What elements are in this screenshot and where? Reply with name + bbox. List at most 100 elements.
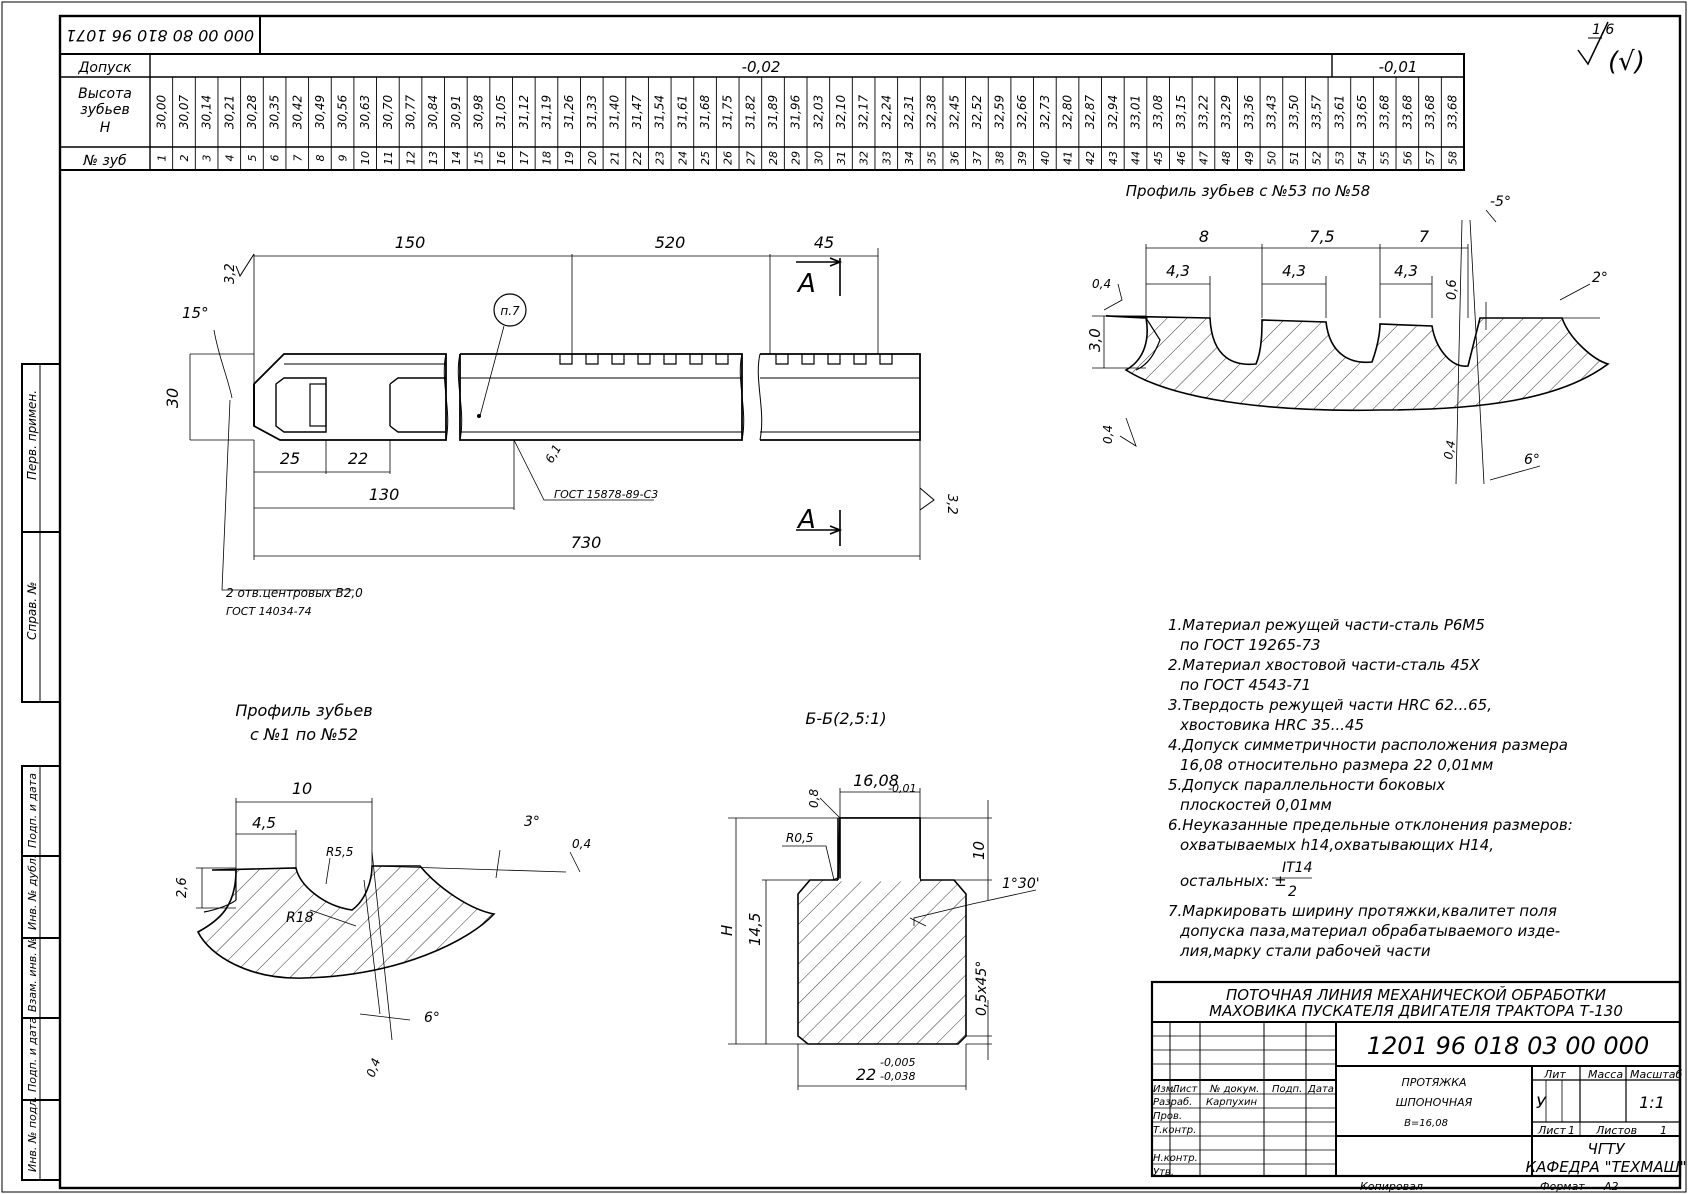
- p53-dim-4-3-a: 4,3: [1166, 262, 1190, 280]
- table-height-cell: 33,22: [1196, 95, 1210, 129]
- p1-radius-18: R18: [286, 910, 314, 926]
- table-number-cell: 22: [631, 151, 644, 165]
- table-number-cell: 24: [676, 151, 689, 165]
- section-bb: [728, 788, 1037, 1090]
- profile-1-52-title-1: Профиль зубьев: [235, 701, 372, 720]
- tb-lit-value: У: [1536, 1093, 1547, 1112]
- note-1a: 1.Материал режущей части-сталь Р6М5: [1168, 616, 1485, 634]
- p1-dim-10: 10: [292, 779, 312, 798]
- roughness-61: 6,1: [542, 442, 564, 466]
- table-height-cell: 32,31: [902, 95, 916, 129]
- p53-dim-0-6: 0,6: [1445, 279, 1460, 300]
- table-height-cell: 32,94: [1106, 95, 1120, 129]
- table-height-cell: 33,43: [1264, 95, 1278, 129]
- table-number-cell: 48: [1220, 151, 1233, 165]
- table-height-cell: 32,80: [1061, 94, 1075, 129]
- note-4b: 16,08 относительно размера 22 0,01мм: [1180, 756, 1493, 774]
- center-holes-label: 2 отв.центровых В2,0: [226, 586, 363, 600]
- table-number-cell: 32: [858, 151, 871, 165]
- tb-scale-value: 1:1: [1639, 1093, 1665, 1112]
- sbb-dim-H: H: [718, 925, 736, 936]
- table-height-cell: 33,01: [1129, 95, 1143, 129]
- dim-25: 25: [280, 449, 300, 468]
- table-number-cell: 4: [223, 155, 236, 162]
- note-1b: по ГОСТ 19265-73: [1180, 636, 1321, 654]
- side-stamp-7: Инв. № подл.: [26, 1096, 39, 1172]
- table-height-cell: 32,03: [811, 95, 825, 129]
- table-height-cell: 30,35: [268, 95, 282, 129]
- table-height-cell: 32,87: [1083, 94, 1097, 129]
- table-height-cell: 31,96: [789, 94, 803, 129]
- sbb-dim-10: 10: [970, 841, 988, 860]
- table-number-cell: 14: [450, 151, 463, 165]
- table-number-cell: 36: [948, 151, 961, 165]
- tb-developer-name: Карпухин: [1206, 1097, 1257, 1108]
- table-number-cell: 17: [518, 151, 531, 165]
- profile-53-58-title: Профиль зубьев с №53 по №58: [1126, 182, 1370, 200]
- section-bb-text: Б-Б(2,5:1) 16,08 -0,01 0,8 R0,5 10 1°30'…: [718, 709, 1040, 1084]
- p1-angle-6: 6°: [424, 1010, 440, 1026]
- dim-730: 730: [571, 533, 602, 552]
- sbb-tol-upper: -0,005: [880, 1056, 915, 1069]
- side-stamp-6: Подп. и дата: [26, 1017, 39, 1092]
- table-number-cell: 54: [1356, 151, 1369, 165]
- table-height-cell: 30,42: [290, 95, 304, 129]
- tb-header-1: ПОТОЧНАЯ ЛИНИЯ МЕХАНИЧЕСКОЙ ОБРАБОТКИ: [1226, 985, 1606, 1004]
- table-height-cell: 30,91: [449, 95, 463, 129]
- side-stamp-2: Справ. №: [25, 582, 39, 640]
- section-bb-title: Б-Б(2,5:1): [805, 709, 886, 728]
- p53-dim-0-4-a: 0,4: [1092, 277, 1111, 291]
- table-height-cell: 30,98: [472, 94, 486, 129]
- p53-roughness: 0,4: [1441, 439, 1458, 460]
- side-stamp-4: Инв. № дубл.: [26, 855, 39, 930]
- table-number-cell: 58: [1447, 151, 1460, 165]
- table-height-cell: 30,56: [336, 94, 350, 129]
- table-number-cell: 2: [178, 155, 191, 162]
- table-number-cell: 56: [1401, 151, 1414, 165]
- section-mark-bottom: А: [796, 505, 816, 535]
- note-6a: 6.Неуказанные предельные отклонения разм…: [1168, 816, 1573, 834]
- table-number-cell: 38: [994, 151, 1007, 165]
- table-number-cell: 51: [1288, 151, 1301, 165]
- table-number-cell: 27: [744, 151, 757, 165]
- table-height-cell: 33,68: [1423, 94, 1437, 129]
- p53-dim-8: 8: [1199, 227, 1209, 246]
- top-stamp: 000 00 80 810 96 1071: [59, 15, 261, 55]
- table-height-cell: 33,68: [1400, 94, 1414, 129]
- center-holes-gost: ГОСТ 14034-74: [226, 605, 312, 618]
- note-5b: плоскостей 0,01мм: [1180, 796, 1332, 814]
- table-height-cell: 31,89: [766, 95, 780, 129]
- table-number-cell: 57: [1424, 151, 1437, 165]
- table-height-cell: 33,68: [1446, 94, 1460, 129]
- tb-part-name-2: ШПОНОЧНАЯ: [1396, 1096, 1473, 1109]
- gost-label: ГОСТ 15878-89-С3: [554, 488, 658, 501]
- note-6-fraction-bottom: 2: [1288, 884, 1297, 900]
- table-number-cell: 37: [971, 151, 984, 165]
- dim-22: 22: [348, 449, 368, 468]
- table-tolerance-right: -0,01: [1379, 58, 1418, 76]
- table-number-cell: 13: [427, 151, 440, 165]
- p1-angle-3: 3°: [524, 814, 540, 830]
- tb-col-list: Лист: [1171, 1084, 1199, 1095]
- tb-sheets: Листов: [1595, 1124, 1637, 1137]
- table-height-cell: 30,77: [404, 94, 418, 129]
- p53-angle-minus5: -5°: [1490, 194, 1511, 210]
- table-height-cell: 31,68: [698, 94, 712, 129]
- table-height-cell: 33,61: [1332, 95, 1346, 129]
- tb-scale: Масштаб: [1630, 1068, 1682, 1081]
- p1-dim-0-4: 0,4: [572, 837, 591, 851]
- table-row-height-3: H: [100, 120, 111, 136]
- side-stamp-5: Взам. инв. №: [26, 937, 39, 1012]
- table-number-cell: 3: [201, 155, 214, 162]
- table-height-cell: 31,19: [539, 95, 553, 129]
- side-stamp-1: Перв. примен.: [25, 390, 39, 480]
- p1-roughness: 0,4: [364, 1056, 384, 1079]
- tb-doc-number: 1201 96 018 03 00 000: [1367, 1032, 1649, 1060]
- table-number-cell: 30: [812, 151, 825, 165]
- table-height-cell: 33,50: [1287, 94, 1301, 129]
- sbb-dim-16-08: 16,08: [853, 771, 899, 790]
- table-height-cell: 32,10: [834, 94, 848, 129]
- table-height-cell: 30,14: [200, 95, 214, 129]
- table-number-cell: 42: [1084, 151, 1097, 165]
- table-number-cell: 50: [1265, 151, 1278, 165]
